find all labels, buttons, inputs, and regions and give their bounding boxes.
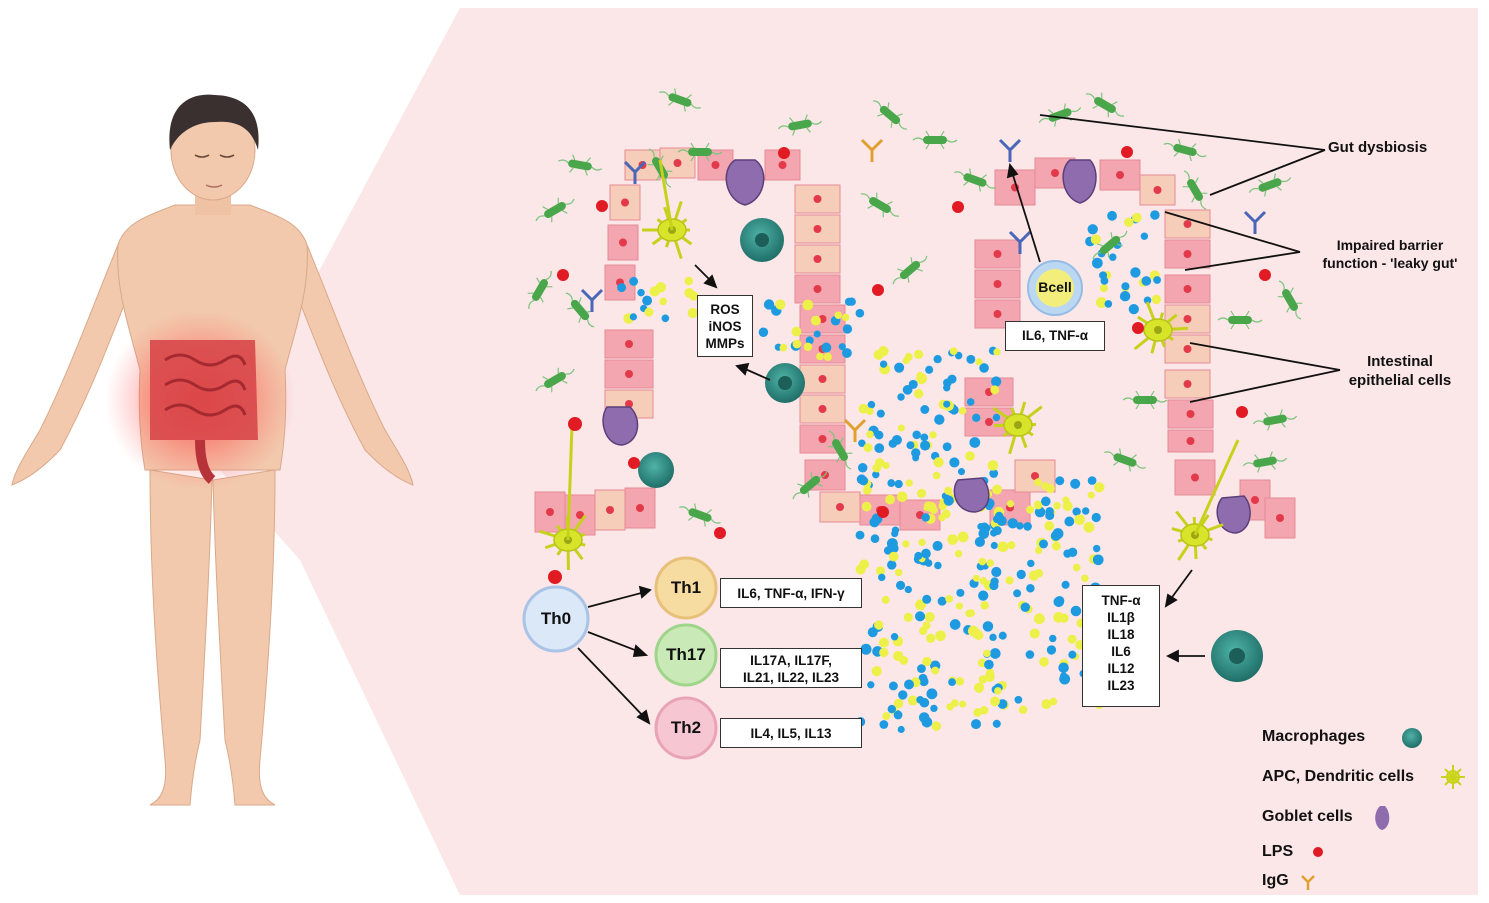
label-impaired-barrier: Impaired barrier function - 'leaky gut' [1322, 237, 1458, 271]
human-figure [11, 94, 414, 806]
t-cells [522, 260, 1083, 760]
goblet-cell-icon [1375, 806, 1390, 830]
th17-label: Th17 [666, 645, 706, 664]
th2-cytokine-box: IL4, IL5, IL13 [720, 718, 862, 748]
th1-cytokine-box: IL6, TNF-α, IFN-γ [720, 578, 862, 608]
legend-macrophages: Macrophages [1262, 728, 1366, 745]
legend-goblet-cells: Goblet cells [1262, 808, 1353, 825]
zoom-panel [220, 8, 1478, 895]
cytokine-cloud [617, 210, 1162, 733]
th17-cytokine-box: IL17A, IL17F,IL21, IL22, IL23 [720, 648, 862, 688]
label-epithelial-cells: Intestinal epithelial cells [1348, 353, 1452, 389]
bacteria-group [527, 88, 1303, 527]
label-gut-dysbiosis: Gut dysbiosis [1328, 139, 1428, 156]
intestinal-epithelium [534, 147, 1296, 539]
bcell-label: Bcell [1038, 279, 1072, 295]
th0-label: Th0 [540, 609, 572, 628]
macrophages [638, 218, 1263, 682]
igg-antibody-icon [1301, 875, 1315, 890]
bcell-cytokine-box: IL6, TNF-α [1005, 321, 1105, 351]
macrophage-icon [1402, 728, 1422, 748]
th2-label: Th2 [670, 718, 702, 737]
th1-label: Th1 [670, 578, 702, 597]
legend-dendritic-cells: APC, Dendritic cells [1262, 768, 1415, 785]
legend-icons [1301, 728, 1465, 890]
dendritic-cell-icon [1441, 765, 1465, 789]
goblet-cells [602, 159, 1251, 534]
legend-lps: LPS [1262, 843, 1294, 860]
lps-dot-icon [1313, 847, 1323, 857]
legend-igg: IgG [1262, 872, 1289, 889]
arrows [577, 114, 1341, 725]
lps-particles [548, 146, 1271, 584]
igg-antibodies [580, 138, 1267, 442]
